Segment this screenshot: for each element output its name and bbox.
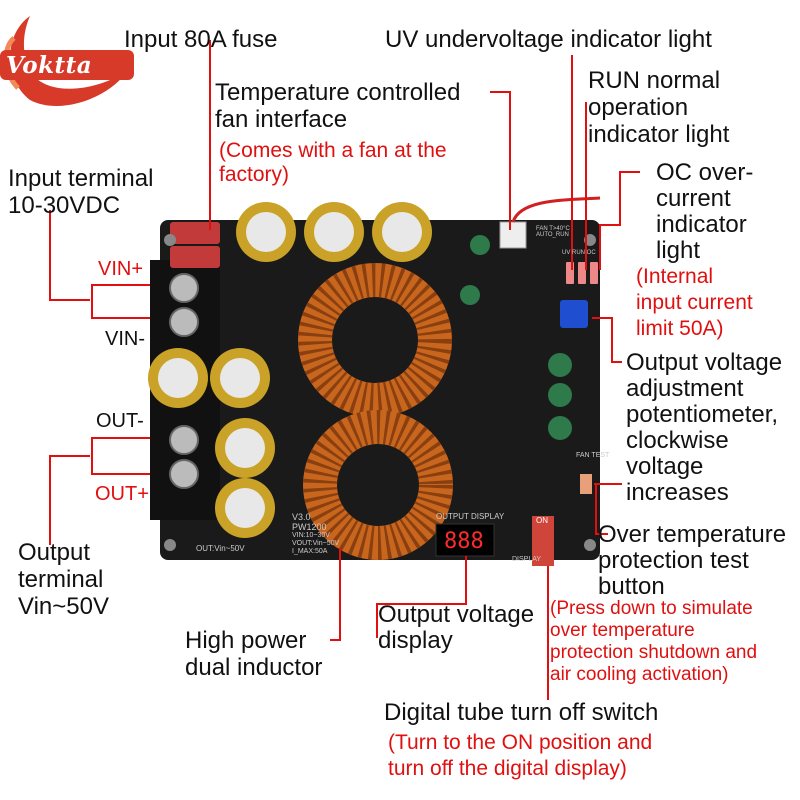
svg-text:888: 888 — [444, 529, 484, 554]
callout-run-line3: indicator light — [588, 121, 730, 148]
callout-output-line3: Vin~50V — [18, 593, 109, 620]
fan-connector — [499, 221, 527, 249]
silkscreen-imax: I_MAX:50A — [292, 548, 328, 555]
logo-text: Voktta — [6, 52, 93, 79]
silkscreen-version: V3.0 — [292, 512, 311, 522]
silkscreen-vout: VOUT:Vin~50V — [292, 540, 340, 547]
dip-switch — [532, 516, 554, 566]
callout-fan-note2: factory) — [219, 163, 290, 186]
callout-pot-line5: voltage — [626, 453, 704, 480]
callout-otp-line1: Over temperature — [598, 521, 787, 548]
silkscreen-output-display: OUTPUT DISPLAY — [436, 512, 505, 521]
potentiometer — [560, 300, 588, 328]
silkscreen-out: OUT:Vin~50V — [196, 544, 245, 553]
inductors — [298, 263, 453, 560]
callout-otp-note2: over temperature — [550, 620, 695, 641]
callout-input-line1: Input terminal — [8, 165, 154, 192]
callout-switch-note1: (Turn to the ON position and — [388, 731, 653, 754]
terminal-screws — [169, 273, 199, 489]
silkscreen-model: PW1200 — [292, 522, 327, 532]
callout-inductor-line1: High power — [185, 627, 307, 654]
callout-inductor-line2: dual inductor — [185, 654, 323, 681]
terminal-out-plus: OUT+ — [95, 483, 149, 505]
fan-test-button — [580, 474, 592, 494]
callout-output-line2: terminal — [18, 566, 104, 593]
callout-oc-line1: OC over- — [656, 159, 754, 186]
callout-oc-note2: input current — [636, 291, 753, 314]
callout-oc-line2: current — [656, 185, 731, 212]
callout-oc-note1: (Internal — [636, 265, 714, 288]
callout-otp-note3: protection shutdown and — [550, 642, 758, 663]
fuses — [170, 222, 220, 268]
terminal-vin-minus: VIN- — [105, 328, 145, 350]
terminal-vin-plus: VIN+ — [98, 258, 144, 280]
callout-display-line1: Output voltage — [378, 601, 535, 628]
callout-pot-line2: adjustment — [626, 375, 744, 402]
callout-pot-line6: increases — [626, 479, 729, 506]
callout-otp-note4: air cooling activation) — [550, 664, 729, 685]
brand-logo: Voktta — [0, 8, 140, 108]
callout-pot-line4: clockwise — [626, 427, 729, 454]
leader-lines — [49, 40, 640, 700]
silkscreen-display: DISPLAY — [512, 556, 542, 563]
callout-fan-line2: fan interface — [215, 106, 348, 133]
silkscreen-uv-run-oc: UV RUN OC — [562, 250, 596, 256]
callout-fan-note1: (Comes with a fan at the — [219, 139, 447, 162]
digital-display — [435, 523, 495, 557]
callout-otp-line2: protection test — [598, 547, 749, 574]
callout-fan-line1: Temperature controlled — [215, 79, 461, 106]
logo-mark — [0, 16, 134, 107]
silkscreen-fan: FAN T>40°C AUTO_RUN — [536, 226, 570, 238]
callout-output-line1: Output — [18, 539, 91, 566]
callout-oc-note3: limit 50A) — [636, 317, 724, 340]
silkscreen-vin: VIN:10~30V — [292, 532, 330, 539]
silkscreen-on: ON — [536, 516, 548, 525]
callout-otp-line3: button — [598, 573, 665, 600]
indicator-leds — [566, 262, 598, 284]
callout-otp-note1: (Press down to simulate — [550, 598, 753, 619]
callout-pot-line3: potentiometer, — [626, 401, 779, 428]
callout-switch-note2: turn off the digital display) — [388, 757, 627, 780]
callout-input-line2: 10-30VDC — [8, 192, 121, 219]
callout-uv-light: UV undervoltage indicator light — [385, 26, 712, 53]
callout-pot-line1: Output voltage — [626, 349, 783, 376]
callout-run-line1: RUN normal — [588, 67, 721, 94]
silkscreen-fan-test: FAN TEST — [576, 452, 610, 459]
terminal-out-minus: OUT- — [96, 410, 144, 432]
callout-oc-line4: light — [656, 237, 701, 264]
callout-run-line2: operation — [588, 94, 689, 121]
callout-input-fuse: Input 80A fuse — [124, 26, 278, 53]
callout-display-line2: display — [378, 627, 453, 654]
callout-switch-line1: Digital tube turn off switch — [384, 699, 659, 726]
callout-oc-line3: indicator — [656, 211, 747, 238]
capacitors — [148, 202, 572, 538]
